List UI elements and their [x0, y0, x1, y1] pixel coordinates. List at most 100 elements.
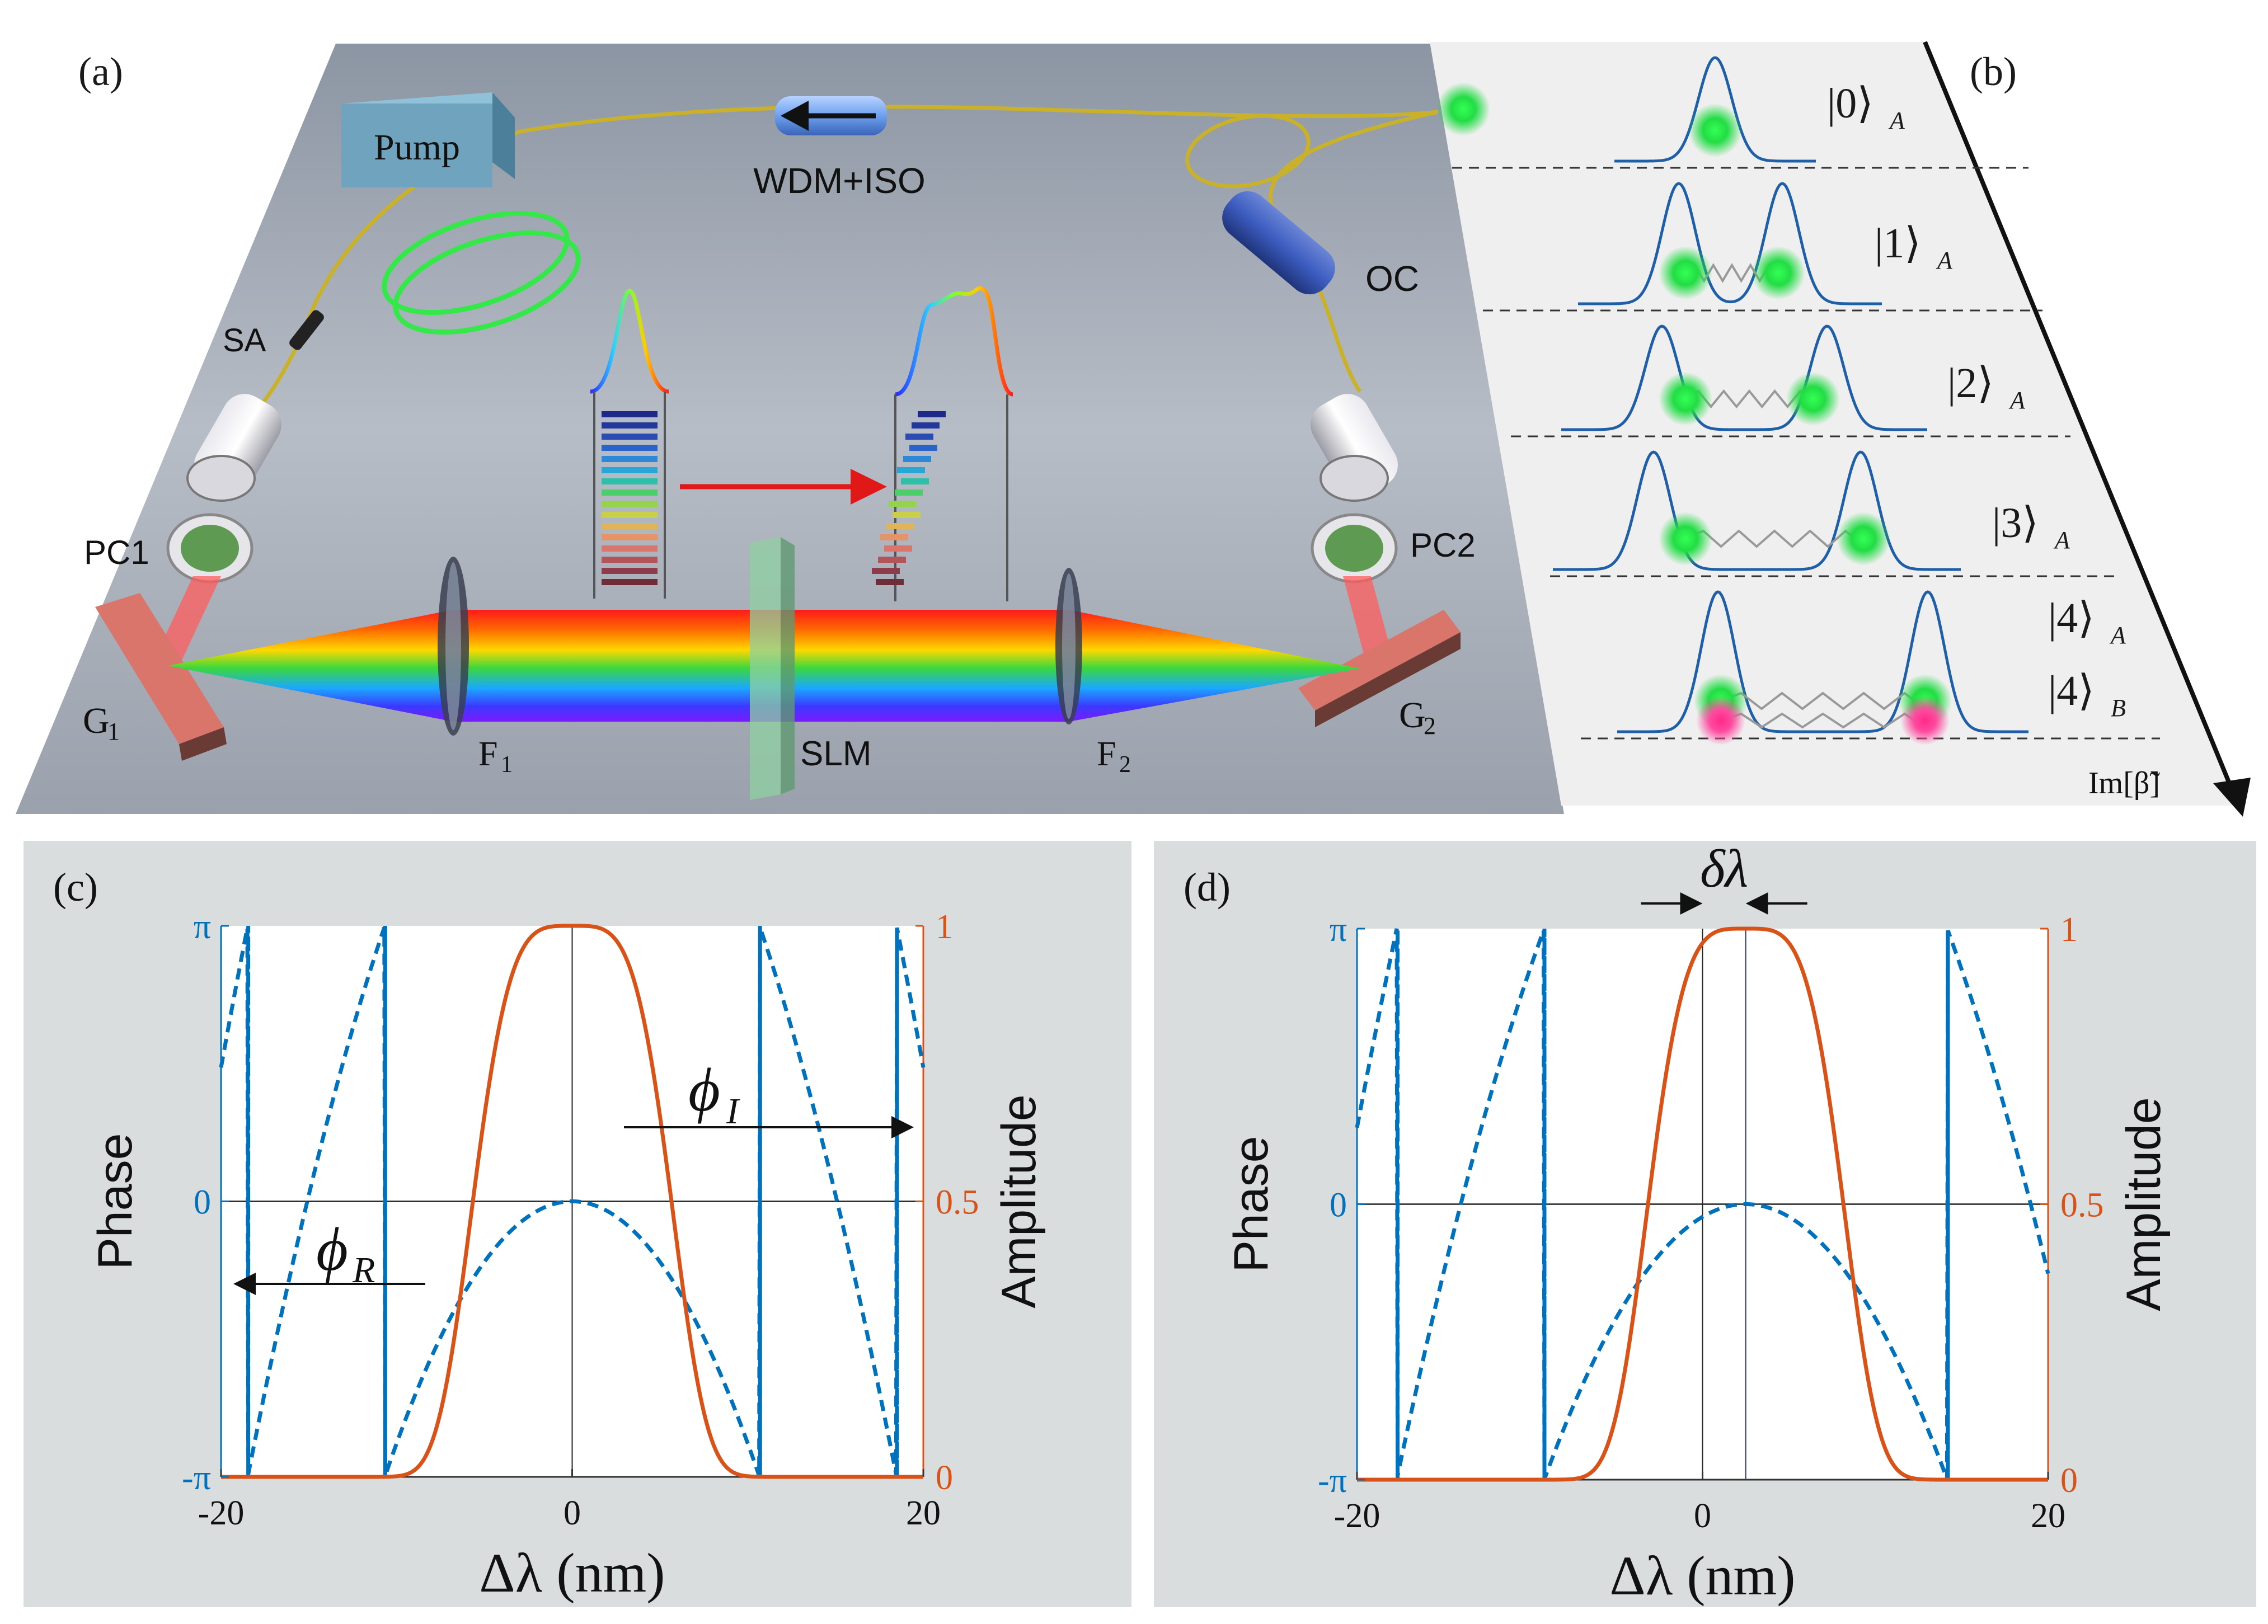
pump-box: Pump	[341, 92, 515, 187]
pc1-controller: PC1	[84, 513, 253, 583]
oc-fiber-coil	[1185, 114, 1311, 189]
x-tick-label: 0	[564, 1494, 581, 1532]
x-tick-label: 20	[906, 1494, 941, 1532]
right-tick-label: 1	[936, 908, 953, 946]
pc2-controller: PC2	[1311, 513, 1476, 583]
input-spectrum-bar	[602, 434, 658, 440]
left-tick-label: 0	[194, 1184, 211, 1222]
x-axis-label: Δλ (nm)	[479, 1542, 665, 1604]
output-spectrum-bars	[872, 411, 946, 585]
grating-g1: G 1	[83, 593, 227, 761]
oc-coupler: OC	[1222, 191, 1419, 299]
im-beta-axis	[1923, 41, 2235, 793]
output-spectrum-bar	[912, 422, 940, 429]
slm-plate: SLM	[750, 537, 871, 800]
mode-profile-curve	[1617, 590, 2028, 733]
soliton-dot	[1659, 372, 1712, 426]
red-beam-left	[154, 576, 221, 660]
right-tick-label: 0.5	[2060, 1187, 2104, 1225]
mode-rows: |0⟩A|1⟩A|2⟩A|3⟩A|4⟩A|4⟩B	[1452, 56, 2160, 745]
g2-subscript: 2	[1424, 712, 1436, 740]
state-ket: |3⟩	[1992, 500, 2039, 547]
soliton-dot-b	[1900, 696, 1950, 745]
right-tick-label: 0	[936, 1459, 953, 1497]
panel-label: (c)	[53, 865, 98, 910]
soliton-dot	[1786, 372, 1840, 426]
grating-g2: G 2	[1298, 610, 1461, 740]
im-beta-arrowhead	[2213, 778, 2251, 817]
g1-label: G	[83, 700, 110, 741]
output-spectrum-bar	[901, 478, 929, 484]
input-spectrum-bar	[602, 422, 658, 429]
output-spectrum-bar	[893, 512, 921, 518]
soliton-dot	[1659, 246, 1712, 300]
soliton-dot	[1837, 512, 1890, 566]
output-spectrum-bar	[884, 545, 912, 552]
phase-curve	[219, 925, 926, 1477]
amplitude-curve	[221, 924, 923, 1479]
left-axis-label: Phase	[1224, 1136, 1278, 1273]
gain-fiber-coil	[382, 210, 581, 335]
input-spectrum-bar	[602, 534, 658, 540]
f2-label: F	[1097, 735, 1116, 773]
phi-r-subscript: R	[352, 1250, 375, 1291]
x-axis-label: Δλ (nm)	[1609, 1545, 1795, 1607]
state-ket-subscript: B	[2111, 694, 2126, 722]
state-ket: |4⟩	[2048, 667, 2095, 714]
mode-profile-curve	[1561, 324, 1927, 431]
x-tick-label: -20	[1334, 1497, 1380, 1535]
input-spectrum-bar	[602, 411, 658, 417]
right-axis-label: Amplitude	[2117, 1097, 2171, 1311]
output-spectrum-bar	[918, 411, 946, 417]
mode-profile-curve	[1553, 450, 1961, 571]
output-spectrum-bar	[880, 534, 908, 540]
phase-curve	[1355, 928, 2050, 1480]
pc1-label: PC1	[84, 534, 149, 571]
slm-label: SLM	[800, 735, 871, 773]
oc-label: OC	[1365, 258, 1419, 299]
f1-subscript: 1	[501, 752, 513, 778]
f1-label: F	[478, 735, 497, 773]
wdm-iso-component: WDM+ISO	[753, 96, 926, 201]
state-ket-subscript: A	[2053, 526, 2070, 554]
state-ket: |1⟩	[1875, 220, 1921, 267]
mode-profile-curve	[1578, 182, 1882, 305]
input-spectrum-bar	[602, 512, 658, 518]
panel-label: (d)	[1184, 865, 1231, 910]
input-spectrum-bar	[602, 501, 658, 507]
soliton-dot	[1752, 246, 1805, 300]
phi-r-label: ϕ	[316, 1215, 348, 1283]
collimator-right	[1311, 394, 1398, 502]
input-spectrum-bar	[602, 489, 658, 496]
pump-label: Pump	[374, 127, 460, 168]
lens-f2: F 2	[1055, 568, 1131, 778]
left-tick-label: π	[1330, 911, 1347, 949]
output-spectrum-bar	[903, 456, 931, 462]
im-beta-label: Im[β̃]	[2088, 766, 2160, 801]
right-tick-label: 0.5	[936, 1184, 979, 1222]
spring-link	[1720, 691, 1926, 710]
lens-f1: F 1	[438, 557, 513, 778]
right-axis-label: Amplitude	[992, 1094, 1046, 1308]
left-tick-label: -π	[1318, 1462, 1347, 1500]
soliton-dot	[1688, 103, 1742, 157]
phi-i-subscript: I	[726, 1091, 740, 1132]
left-tick-label: 0	[1330, 1187, 1347, 1225]
output-spectrum-bar	[897, 467, 925, 473]
output-spectrum-bar	[889, 501, 917, 507]
x-tick-label: 0	[1694, 1497, 1711, 1535]
state-ket: |0⟩	[1827, 80, 1873, 127]
input-spectrum-bar	[602, 523, 658, 529]
sa-label: SA	[223, 322, 266, 359]
state-ket-subscript: A	[1936, 247, 1953, 274]
state-ket: |4⟩	[2048, 595, 2095, 642]
panel-b-modes: (b) Im[β̃] |0⟩A|1⟩A|2⟩A|3⟩A|4⟩A|4⟩B	[1430, 41, 2251, 817]
mode-profile-curve	[1614, 56, 1816, 163]
panel-b-background	[1430, 42, 2238, 806]
spring-link	[1720, 712, 1926, 729]
red-beam-right	[1343, 576, 1393, 660]
soliton-dot-b	[1696, 696, 1745, 745]
